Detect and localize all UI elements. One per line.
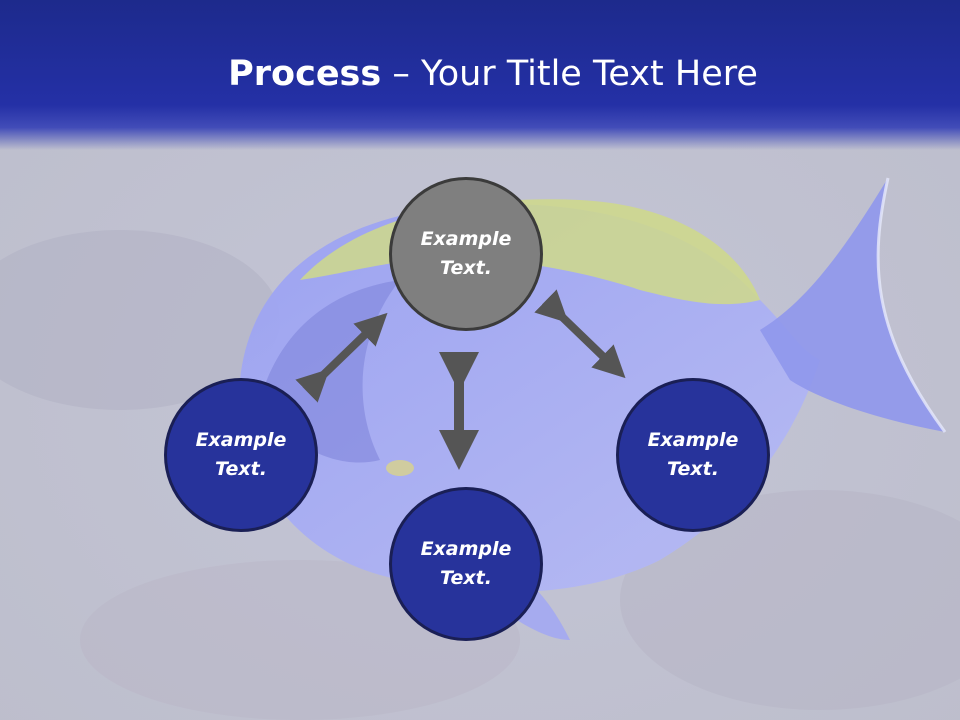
- node-bottom-line1: Example: [420, 538, 512, 560]
- slide-title[interactable]: Process – Your Title Text Here: [0, 52, 960, 96]
- node-right-line1: Example: [647, 429, 739, 451]
- title-text: Your Title Text Here: [420, 54, 758, 94]
- node-bottom-line2: Text.: [440, 567, 492, 589]
- node-left[interactable]: Example Text.: [164, 378, 318, 532]
- title-separator: –: [381, 54, 421, 94]
- node-left-line2: Text.: [215, 458, 267, 480]
- title-bold: Process: [228, 54, 382, 94]
- node-top[interactable]: Example Text.: [389, 177, 543, 331]
- node-top-line1: Example: [420, 228, 512, 250]
- node-right[interactable]: Example Text.: [616, 378, 770, 532]
- node-left-line1: Example: [195, 429, 287, 451]
- node-top-line2: Text.: [440, 257, 492, 279]
- node-bottom[interactable]: Example Text.: [389, 487, 543, 641]
- header-band: [0, 0, 960, 150]
- node-right-line2: Text.: [667, 458, 719, 480]
